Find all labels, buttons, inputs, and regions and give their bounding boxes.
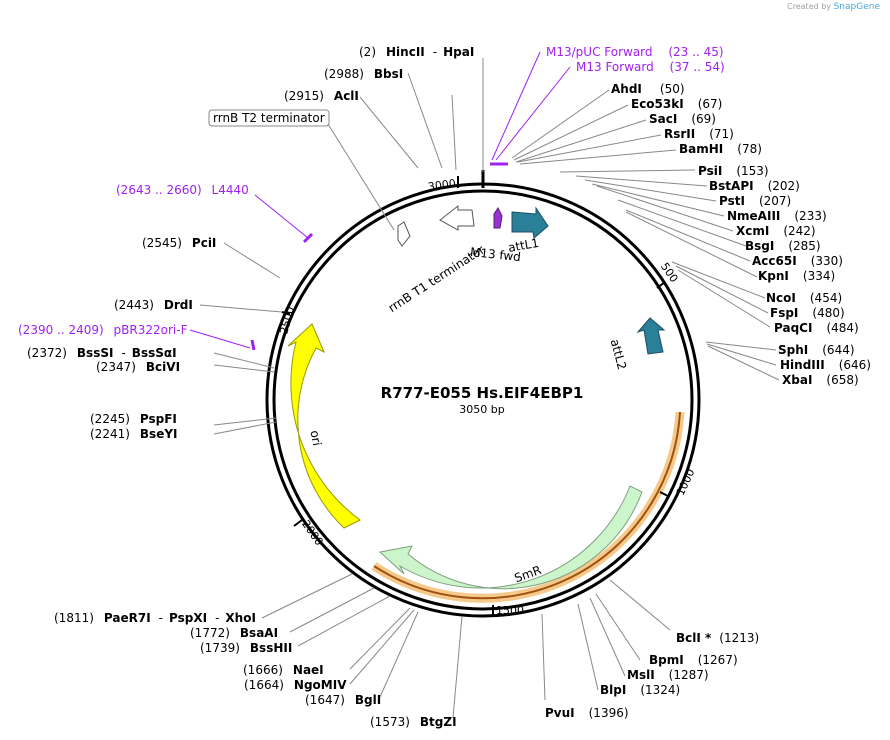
site-pvui: PvuI(1396): [545, 706, 629, 720]
site-bamhi: BamHI(78): [679, 142, 762, 156]
site-hindiii: HindIII(646): [780, 358, 871, 372]
site-paer7i: (1811)PaeR7I-PspXI-XhoI: [54, 611, 256, 625]
tick-1500: 1500: [496, 604, 524, 617]
primer-l4440-marker: [254, 194, 314, 244]
site-psti: PstI(207): [719, 194, 791, 208]
site-btgzi: (1573)BtgZI: [370, 715, 457, 729]
site-bsssi: (2372)BssSI-BssSαI: [27, 346, 177, 360]
smr-arrow: [378, 485, 643, 590]
ori-arrow: [287, 323, 361, 529]
site-pspfi: (2245)PspFI: [90, 412, 177, 426]
ori-label: ori: [308, 429, 324, 447]
sites-right: AhdI(50) Eco53kI(67) SacI(69) RsrII(71) …: [611, 82, 871, 387]
tick-marks: [281, 176, 669, 616]
site-bsaai: (1772)BsaAI: [190, 626, 278, 640]
site-pcii: (2545)PciI: [142, 236, 216, 250]
primer-pbr322-name: pBR322ori-F: [114, 323, 188, 337]
site-bpmi: BpmI(1267): [649, 653, 738, 667]
rrnb-t1-arrow: [439, 204, 475, 231]
site-bcivi: (2347)BciVI: [96, 360, 180, 374]
backbone-inner: [272, 189, 694, 611]
primer-pbr322-marker: [189, 329, 256, 351]
created-by-text: Created by: [787, 2, 832, 11]
rrnb-t1-label: rrnB T1 terminator: [386, 243, 487, 316]
primer-l4440-label: (2643 .. 2660) L4440: [116, 183, 249, 197]
leader-lines: [199, 58, 780, 719]
site-msli: MslI(1287): [627, 668, 709, 682]
site-drdi: (2443)DrdI: [114, 298, 193, 312]
attl1-label: attL1: [507, 236, 540, 255]
site-bseyi: (2241)BseYI: [90, 427, 178, 441]
primer-pbr322-label: (2390 .. 2409) pBR322ori-F: [18, 323, 188, 337]
site-xcmi: XcmI(242): [736, 224, 816, 238]
primer-m13-puc-label: M13/pUC Forward (23 .. 45): [546, 45, 724, 59]
tick-2500: 2500: [277, 305, 297, 335]
primer-m13-fwd-label: M13 Forward (37 .. 54): [576, 60, 725, 74]
m13-fwd-arrow: [493, 207, 503, 229]
site-fspi: FspI(480): [770, 306, 845, 320]
rrnb-t2-label: rrnB T2 terminator: [213, 111, 325, 125]
rrnb-t2-label-box: [208, 109, 330, 127]
site-ncoi: NcoI(454): [766, 291, 842, 305]
site-rsrii: RsrII(71): [664, 127, 734, 141]
tick-1000: 1000: [674, 467, 698, 498]
site-bgli: (1647)BglI: [305, 693, 381, 707]
sites-bottom-right: BclI *(1213) BpmI(1267) MslI(1287) BlpI(…: [545, 631, 759, 720]
primer-m13-puc-name: M13/pUC Forward: [546, 45, 653, 59]
site-ngomiv: (1664)NgoMIV: [244, 678, 347, 692]
attl2-arrow: [636, 317, 666, 355]
site-bsshii: (1739)BssHII: [200, 641, 292, 655]
site-xbai: XbaI(658): [782, 373, 859, 387]
site-kpni: KpnI(334): [758, 269, 835, 283]
primer-m13-fwd-pos: (37 .. 54): [670, 60, 725, 74]
primer-m13-puc-pos: (23 .. 45): [668, 45, 723, 59]
site-bbsi: (2988)BbsI: [324, 67, 403, 81]
site-ahdi: AhdI(50): [611, 82, 685, 96]
site-bsgi: BsgI(285): [745, 239, 821, 253]
primer-m13-fwd-name: M13 Forward: [576, 60, 654, 74]
primer-l4440-name: L4440: [212, 183, 249, 197]
site-saci: SacI(69): [649, 112, 716, 126]
site-acc65i: Acc65I(330): [752, 254, 843, 268]
sites-left: (2)HincII-HpaI (2988)BbsI (2915)AclI (25…: [27, 45, 474, 729]
site-sphi: SphI(644): [778, 343, 855, 357]
site-nmeaiii: NmeAIII(233): [727, 209, 827, 223]
plasmid-size: 3050 bp: [459, 403, 504, 416]
snapgene-logo-text: SnapGene: [833, 2, 880, 12]
plasmid-name: R777-E055 Hs.EIF4EBP1: [381, 384, 584, 402]
site-hincii: (2)HincII-HpaI: [359, 45, 474, 59]
smr-highlight-line: [373, 411, 681, 600]
site-eco53ki: Eco53kI(67): [631, 97, 722, 111]
attl2-label: attL2: [608, 338, 630, 372]
rrnb-t2-arrow: [397, 221, 411, 247]
primer-pbr322-pos: (2390 .. 2409): [18, 323, 104, 337]
site-bcli: BclI *(1213): [676, 631, 759, 645]
site-bstapi: BstAPI(202): [709, 179, 800, 193]
tick-3000: 3000: [427, 177, 457, 194]
attl1-arrow: [511, 206, 549, 239]
site-acli: (2915)AclI: [284, 89, 359, 103]
primer-m13-puc: [490, 51, 571, 166]
snapgene-brand: Created by SnapGene: [787, 2, 880, 12]
site-blpi: BlpI(1324): [600, 683, 680, 697]
primer-l4440-pos: (2643 .. 2660): [116, 183, 202, 197]
site-psii: PsiI(153): [698, 164, 769, 178]
site-naei: (1666)NaeI: [243, 663, 324, 677]
m13-fwd-label: M13 fwd: [469, 245, 521, 264]
site-paqci: PaqCI(484): [774, 321, 859, 335]
rrnb-t2-leader: [327, 123, 395, 231]
